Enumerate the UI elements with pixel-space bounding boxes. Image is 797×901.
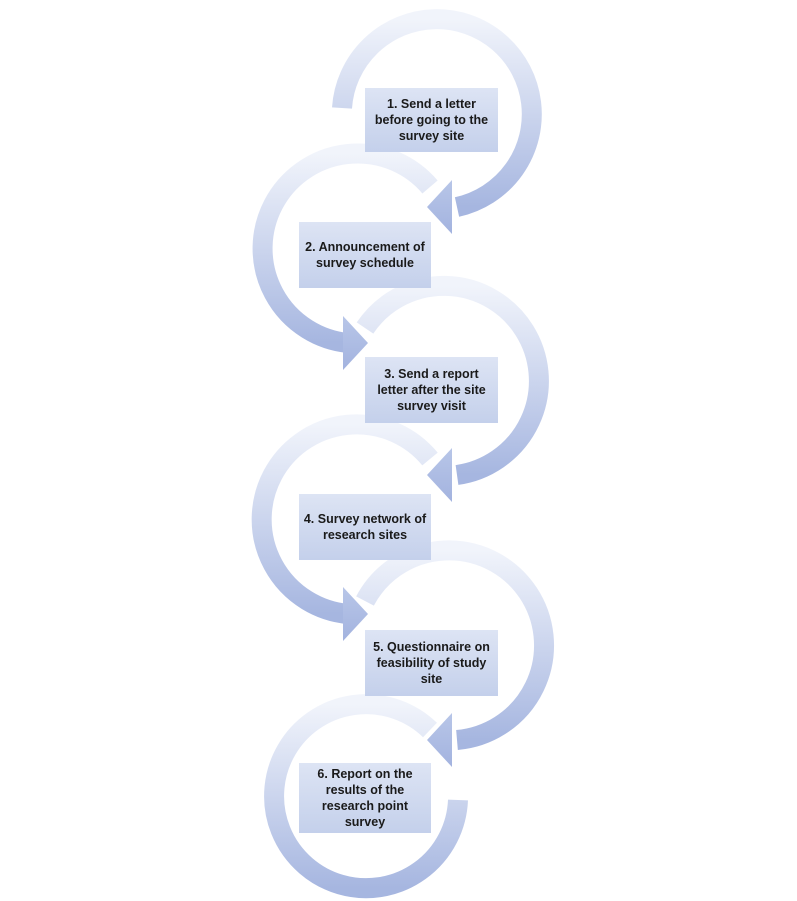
cycle-arrow-2 — [252, 143, 438, 370]
cycle-arrow-4 — [251, 414, 438, 641]
step-2-box: 2. Announcement of survey schedule — [299, 222, 431, 288]
step-6-box: 6. Report on the results of the research… — [299, 763, 431, 833]
step-4-box: 4. Survey network of research sites — [299, 494, 431, 560]
cycle-arrow-3 — [356, 275, 549, 502]
cycle-arrow-1 — [332, 9, 542, 234]
step-5-box: 5. Questionnaire on feasibility of study… — [365, 630, 498, 696]
cycle-arrow-6 — [264, 694, 468, 899]
step-1-box: 1. Send a letter before going to the sur… — [365, 88, 498, 152]
step-3-box: 3. Send a report letter after the site s… — [365, 357, 498, 423]
